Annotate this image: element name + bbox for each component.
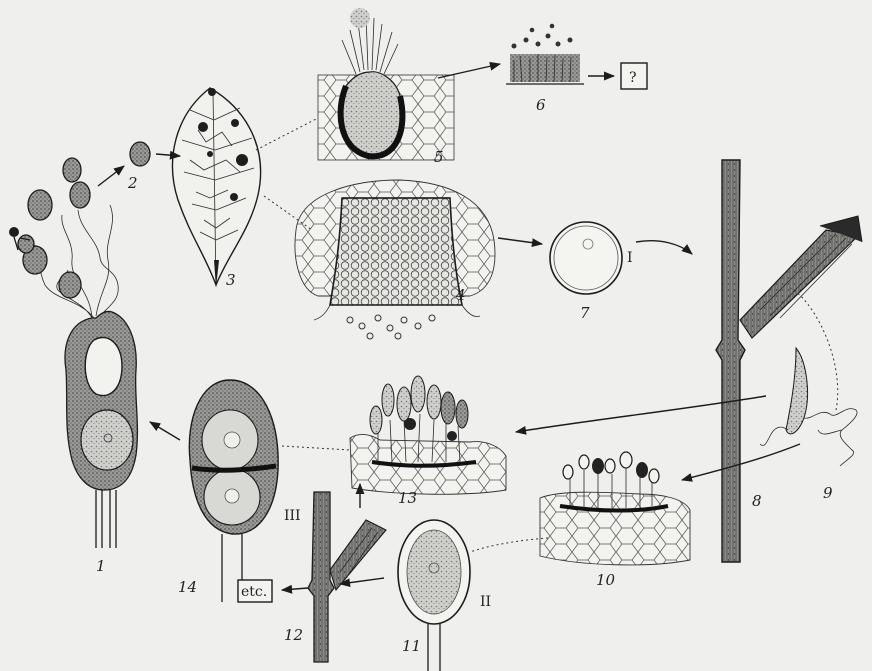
uredosorus: 13 xyxy=(350,376,506,507)
stage-III-label: III xyxy=(284,508,301,524)
stage-II-label: II xyxy=(480,594,491,610)
sporidium: 2 xyxy=(127,142,150,192)
aecidiospore: 7 I xyxy=(550,222,633,322)
unknown-fate-box: ? xyxy=(621,63,647,89)
label-13: 13 xyxy=(398,489,417,507)
label-7: 7 xyxy=(580,304,590,322)
label-4: 4 xyxy=(455,286,466,304)
uredospore: 11 II xyxy=(398,520,491,671)
germinating-spore: 1 xyxy=(9,158,137,575)
teliospore: 14 III xyxy=(178,380,301,602)
label-2: 2 xyxy=(127,174,138,192)
spermatia: 6 xyxy=(506,24,584,114)
infected-leaf: 3 xyxy=(173,88,261,289)
label-3: 3 xyxy=(226,271,236,289)
label-5: 5 xyxy=(434,148,444,166)
etc-box: etc. xyxy=(238,580,272,602)
aecidium-section: 4 xyxy=(295,180,495,339)
label-8: 8 xyxy=(752,492,762,510)
label-1: 1 xyxy=(96,557,106,575)
stage-I-label: I xyxy=(627,250,633,266)
label-6: 6 xyxy=(536,96,546,114)
label-9: 9 xyxy=(823,484,833,502)
pycnidium-section: 5 xyxy=(318,8,454,166)
label-14: 14 xyxy=(178,578,197,596)
unknown-box-label: ? xyxy=(629,70,637,86)
etc-box-label: etc. xyxy=(241,584,267,600)
germ-tubes: 9 xyxy=(760,288,857,502)
label-12: 12 xyxy=(284,626,303,644)
telial-sorus: 10 xyxy=(540,452,690,589)
label-10: 10 xyxy=(596,571,616,589)
grass-stem: 8 xyxy=(716,160,862,562)
label-11: 11 xyxy=(402,637,421,655)
